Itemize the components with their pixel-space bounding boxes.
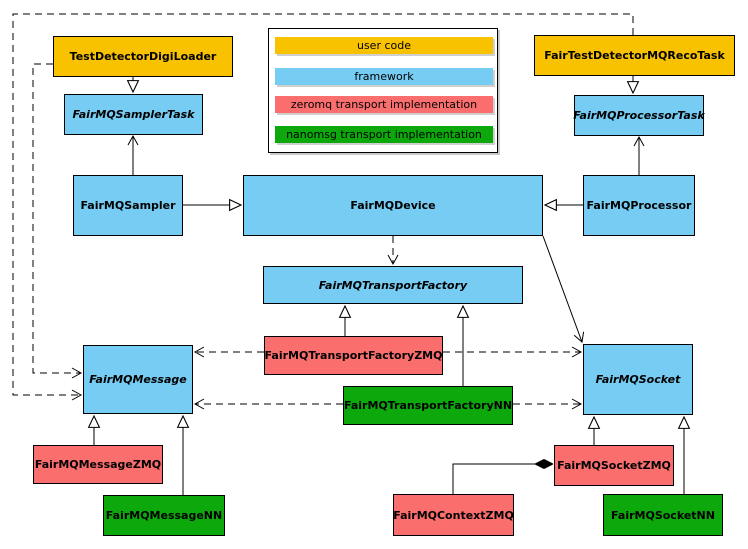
node-fairmqsamplertask: FairMQSamplerTask xyxy=(64,94,203,135)
legend-item-user-code: user code xyxy=(275,37,493,54)
legend-item-framework: framework xyxy=(275,68,493,85)
node-testdetectordigiloader: TestDetectorDigiLoader xyxy=(53,36,233,77)
legend: user code framework zeromq transport imp… xyxy=(268,28,498,153)
node-fairmqprocessortask: FairMQProcessorTask xyxy=(573,95,705,136)
node-fairmqsocketzmq: FairMQSocketZMQ xyxy=(554,445,674,486)
node-fairmqtransportfactorynn: FairMQTransportFactoryNN xyxy=(343,386,513,425)
node-fairmqcontextzmq: FairMQContextZMQ xyxy=(393,494,514,536)
node-fairmqmessagenn: FairMQMessageNN xyxy=(103,495,225,536)
node-fairtestdetectormqrecotask: FairTestDetectorMQRecoTask xyxy=(534,35,735,76)
node-fairmqtransportfactoryzmq: FairMQTransportFactoryZMQ xyxy=(264,336,443,375)
node-fairmqsampler: FairMQSampler xyxy=(73,175,183,236)
edge-contextzmq-composed-in-socketzmq xyxy=(452,464,536,494)
node-fairmqtransportfactory: FairMQTransportFactory xyxy=(263,266,523,304)
node-fairmqsocket: FairMQSocket xyxy=(583,344,693,415)
node-fairmqsocketnn: FairMQSocketNN xyxy=(603,494,723,536)
node-fairmqprocessor: FairMQProcessor xyxy=(583,175,695,236)
edge-device-to-socket xyxy=(542,235,585,343)
node-fairmqmessage: FairMQMessage xyxy=(83,345,193,414)
node-fairmqdevice: FairMQDevice xyxy=(243,175,543,236)
edge-recotask-to-message xyxy=(12,13,634,401)
edge-digiloader-to-message xyxy=(32,63,83,379)
legend-item-zeromq: zeromq transport implementation xyxy=(275,96,493,113)
legend-item-nanomsg: nanomsg transport implementation xyxy=(275,126,493,143)
node-fairmqmessagezmq: FairMQMessageZMQ xyxy=(33,445,163,484)
